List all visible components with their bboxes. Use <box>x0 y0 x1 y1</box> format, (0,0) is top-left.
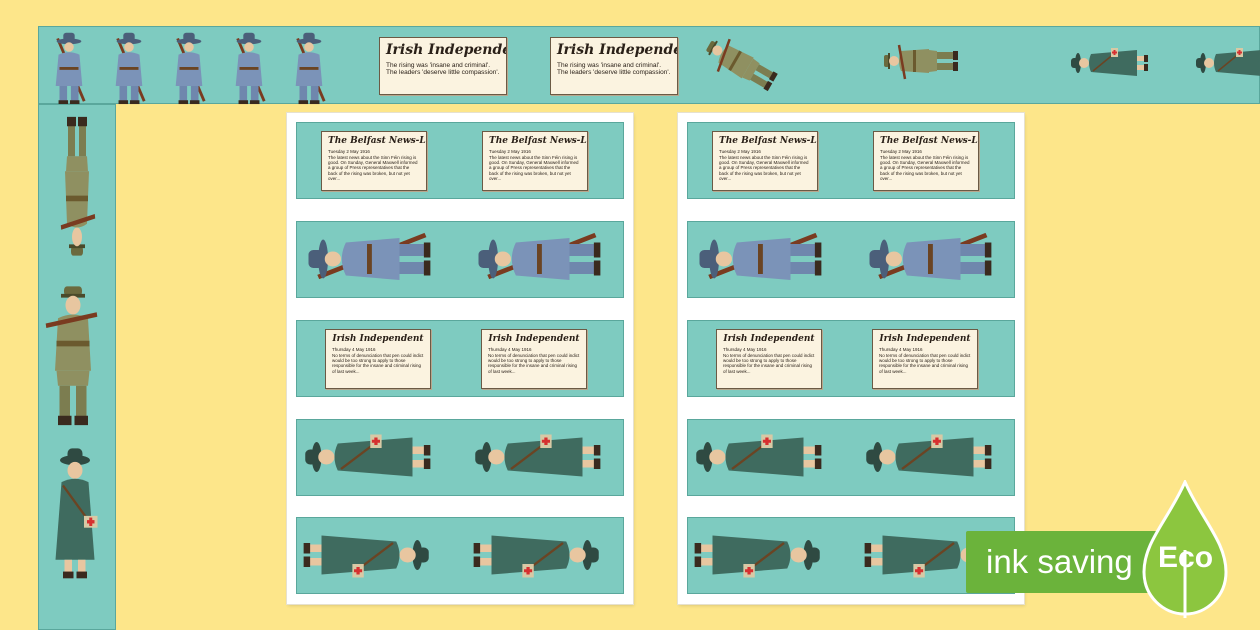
volunteer-figure <box>169 29 209 105</box>
clipping-masthead: Irish Independent <box>488 334 580 344</box>
left-border-strip <box>38 104 116 630</box>
ink-saving-badge <box>966 531 1176 593</box>
newspaper-clipping: The Belfast News-Letter Tuesday 2 May 19… <box>321 131 427 191</box>
figure-band <box>687 221 1015 298</box>
ink-saving-label: ink saving <box>986 543 1133 580</box>
cumann-na-mban-figure <box>472 525 602 585</box>
volunteer-figure <box>693 229 823 289</box>
volunteer-figure <box>109 29 149 105</box>
figure-band <box>687 419 1015 496</box>
clipping-text: No terms of denunciation that pen could … <box>723 353 815 374</box>
newspaper-clipping: Irish Independent Thursday 4 May 1916 No… <box>325 329 431 389</box>
volunteer-figure <box>49 29 89 105</box>
clipping-text: The latest news about the Sinn Féin risi… <box>719 155 809 181</box>
clipping-text: No terms of denunciation that pen could … <box>879 353 971 374</box>
british-soldier-figure <box>43 277 103 427</box>
top-border-strip: Irish Independent The rising was 'insane… <box>38 26 1260 104</box>
newspaper-band: Irish Independent Thursday 4 May 1916 No… <box>687 320 1015 397</box>
cumann-na-mban-figure <box>1194 43 1260 83</box>
printable-sheet: The Belfast News-Letter Tuesday 2 May 19… <box>678 113 1024 604</box>
clipping-masthead: The Belfast News-Letter <box>328 136 426 146</box>
clipping-masthead: Irish Independent <box>332 334 424 344</box>
cumann-na-mban-figure <box>472 427 602 487</box>
clipping-text: The rising was 'insane and criminal'. Th… <box>386 62 500 77</box>
clipping-date: Thursday 4 May 1916 <box>488 347 532 352</box>
figure-band <box>296 517 624 594</box>
clipping-text: No terms of denunciation that pen could … <box>332 353 424 374</box>
newspaper-clipping: Irish Independent The rising was 'insane… <box>379 37 507 95</box>
volunteer-figure <box>472 229 602 289</box>
printable-sheet: The Belfast News-Letter Tuesday 2 May 19… <box>287 113 633 604</box>
newspaper-clipping: The Belfast News-Letter Tuesday 2 May 19… <box>482 131 588 191</box>
clipping-masthead: Irish Independent <box>386 42 506 58</box>
clipping-text: No terms of denunciation that pen could … <box>488 353 580 374</box>
clipping-text: The latest news about the Sinn Féin risi… <box>489 155 579 181</box>
clipping-masthead: The Belfast News-Letter <box>489 136 587 146</box>
clipping-date: Tuesday 2 May 1916 <box>719 149 761 154</box>
newspaper-band: Irish Independent Thursday 4 May 1916 No… <box>296 320 624 397</box>
figure-band <box>687 517 1015 594</box>
newspaper-clipping: The Belfast News-Letter Tuesday 2 May 19… <box>873 131 979 191</box>
clipping-text: The latest news about the Sinn Féin risi… <box>328 155 418 181</box>
newspaper-clipping: Irish Independent The rising was 'insane… <box>550 37 678 95</box>
clipping-date: Thursday 4 May 1916 <box>879 347 923 352</box>
figure-band <box>296 221 624 298</box>
figure-band <box>296 419 624 496</box>
clipping-date: Thursday 4 May 1916 <box>332 347 376 352</box>
volunteer-figure <box>863 229 993 289</box>
clipping-text: The latest news about the Sinn Féin risi… <box>880 155 970 181</box>
newspaper-band: The Belfast News-Letter Tuesday 2 May 19… <box>296 122 624 199</box>
cumann-na-mban-figure <box>302 525 432 585</box>
cumann-na-mban-figure <box>45 445 105 580</box>
clipping-date: Tuesday 2 May 1916 <box>880 149 922 154</box>
clipping-date: Tuesday 2 May 1916 <box>328 149 370 154</box>
clipping-date: Thursday 4 May 1916 <box>723 347 767 352</box>
british-soldier-figure <box>57 115 97 265</box>
eco-label: Eco <box>1158 541 1214 574</box>
clipping-text: The rising was 'insane and criminal'. Th… <box>557 62 671 77</box>
cumann-na-mban-figure <box>302 427 432 487</box>
volunteer-figure <box>229 29 269 105</box>
newspaper-clipping: Irish Independent Thursday 4 May 1916 No… <box>716 329 822 389</box>
newspaper-clipping: The Belfast News-Letter Tuesday 2 May 19… <box>712 131 818 191</box>
cumann-na-mban-figure <box>1069 43 1149 83</box>
clipping-masthead: Irish Independent <box>879 334 971 344</box>
clipping-masthead: Irish Independent <box>557 42 677 58</box>
newspaper-clipping: Irish Independent Thursday 4 May 1916 No… <box>481 329 587 389</box>
eco-leaf-icon <box>1142 480 1228 618</box>
clipping-masthead: Irish Independent <box>723 334 815 344</box>
clipping-masthead: The Belfast News-Letter <box>719 136 817 146</box>
british-soldier-figure <box>694 26 783 101</box>
cumann-na-mban-figure <box>693 525 823 585</box>
newspaper-clipping: Irish Independent Thursday 4 May 1916 No… <box>872 329 978 389</box>
cumann-na-mban-figure <box>863 427 993 487</box>
clipping-date: Tuesday 2 May 1916 <box>489 149 531 154</box>
british-soldier-figure <box>879 41 959 81</box>
newspaper-band: The Belfast News-Letter Tuesday 2 May 19… <box>687 122 1015 199</box>
volunteer-figure <box>302 229 432 289</box>
volunteer-figure <box>289 29 329 105</box>
clipping-masthead: The Belfast News-Letter <box>880 136 978 146</box>
cumann-na-mban-figure <box>693 427 823 487</box>
